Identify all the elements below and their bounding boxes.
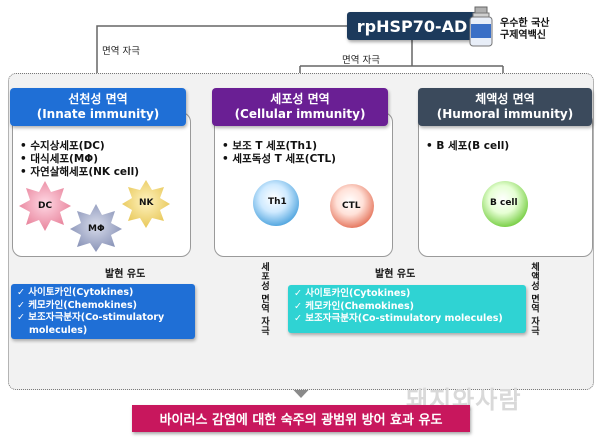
cellular-title-ko: 세포성 면역: [270, 92, 330, 106]
dc-cell-icon: [19, 181, 71, 231]
cyto-right-item: 보조자극분자(Co-stimulatory molecules): [294, 313, 520, 326]
ctl-cell-icon: [330, 184, 374, 228]
innate-title-en: (Innate immunity): [36, 107, 160, 121]
innate-header: 선천성 면역 (Innate immunity): [10, 88, 186, 126]
humoral-list: B 세포(B cell): [426, 140, 509, 153]
nk-cell-icon: [122, 180, 170, 228]
cellular-item: 보조 T 세포(Th1): [222, 140, 336, 153]
cyto-right-box: 사이토카인(Cytokines) 케모카인(Chemokines) 보조자극분자…: [288, 285, 526, 333]
humoral-cells: [482, 181, 528, 227]
cyto-right-item: 사이토카인(Cytokines): [294, 288, 520, 301]
dc-label: DC: [38, 201, 53, 211]
vaccine-vial-icon: [469, 6, 493, 47]
cyto-left-item-cont-text: molecules): [29, 324, 88, 336]
cyto-right-item: 케모카인(Chemokines): [294, 301, 520, 314]
induce-mid-label: 발현 유도: [375, 269, 416, 280]
innate-title-ko: 선천성 면역: [68, 92, 128, 106]
result-box: 바이러스 감염에 대한 숙주의 광범위 방어 효과 유도: [132, 405, 470, 432]
mf-cell-icon: [70, 204, 122, 252]
innate-list: 수지상세포(DC) 대식세포(MΦ) 자연살해세포(NK cell): [20, 140, 139, 179]
immune-stim-left: 면역 자극: [102, 46, 140, 57]
cellular-title-en: (Cellular immunity): [234, 107, 366, 121]
th1-label: Th1: [268, 197, 287, 207]
cyto-left-item: 케모카인(Chemokines): [17, 300, 189, 313]
humoral-header: 체액성 면역 (Humoral immunity): [418, 88, 592, 126]
innate-item: 수지상세포(DC): [20, 140, 139, 153]
humoral-title-ko: 체액성 면역: [475, 92, 535, 106]
cellular-header: 세포성 면역 (Cellular immunity): [212, 88, 388, 126]
rphsp70-box: rpHSP70-AD: [347, 12, 477, 40]
cellular-list: 보조 T 세포(Th1) 세포독성 T 세포(CTL): [222, 140, 336, 166]
humoral-stim-vertical: 체액성 면역 자극: [529, 262, 539, 336]
cellular-cells: [253, 180, 374, 228]
ctl-label: CTL: [342, 201, 361, 211]
innate-cells: [19, 180, 170, 252]
cellular-item: 세포독성 T 세포(CTL): [222, 153, 336, 166]
humoral-item: B 세포(B cell): [426, 140, 509, 153]
nk-label: NK: [139, 198, 154, 208]
cyto-left-item: 사이토카인(Cytokines): [17, 287, 189, 300]
innate-item: 대식세포(MΦ): [20, 153, 139, 166]
th1-cell-icon: [253, 180, 299, 226]
vaccine-label-line1: 우수한 국산: [500, 18, 550, 29]
cyto-left-item-cont: molecules): [17, 325, 189, 338]
b-cell-label: B cell: [490, 198, 518, 208]
innate-item: 자연살해세포(NK cell): [20, 166, 139, 179]
arrow-to-innate: [91, 25, 347, 89]
mf-label: MΦ: [88, 224, 105, 234]
b-cell-icon: [482, 181, 528, 227]
humoral-title-en: (Humoral immunity): [436, 107, 574, 121]
cyto-left-item: 보조자극분자(Co-stimulatory: [17, 312, 189, 325]
cellular-panel: [214, 112, 393, 257]
vaccine-label-line2: 구제역백신: [500, 30, 546, 41]
cellular-stim-vertical: 세포성 면역 자극: [259, 262, 269, 336]
induce-left-label: 발현 유도: [105, 269, 146, 280]
cyto-left-box: 사이토카인(Cytokines) 케모카인(Chemokines) 보조자극분자…: [11, 284, 195, 339]
immune-stim-mid: 면역 자극: [342, 55, 380, 66]
vaccine-label: 우수한 국산 구제역백신: [500, 18, 549, 42]
